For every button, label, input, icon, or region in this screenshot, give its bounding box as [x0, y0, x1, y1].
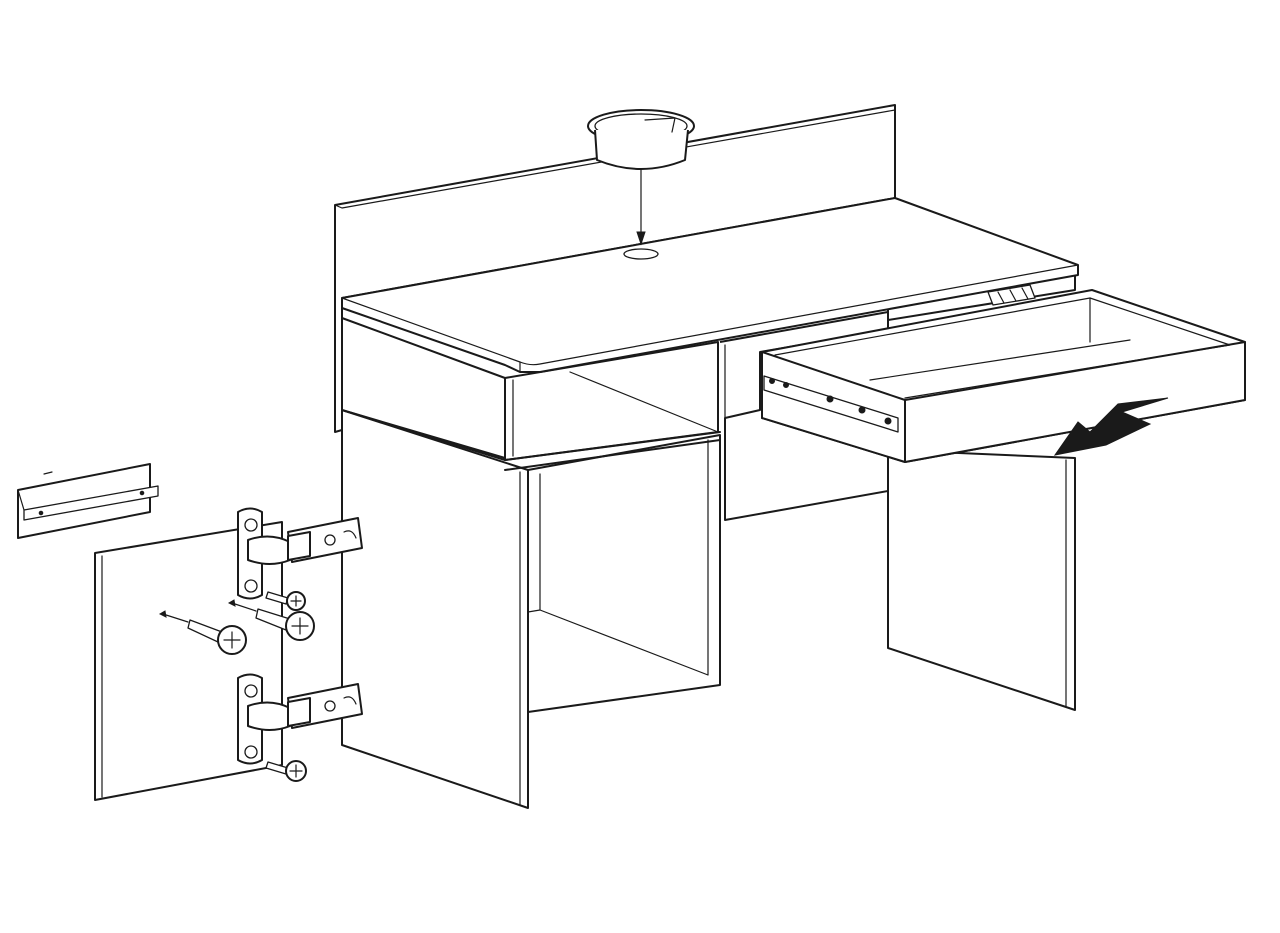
hinge: [237, 673, 363, 765]
hinge: [237, 507, 363, 600]
screw: [158, 610, 247, 655]
drawer-slide: [763, 284, 1036, 433]
screw: [265, 760, 307, 782]
door-handle: [17, 463, 159, 539]
desk-top: [341, 197, 1079, 373]
insert-arrow: [1053, 397, 1169, 456]
screw: [265, 591, 306, 611]
screw: [227, 599, 315, 641]
door-panel: [94, 521, 283, 801]
cable-grommet: [587, 109, 695, 260]
